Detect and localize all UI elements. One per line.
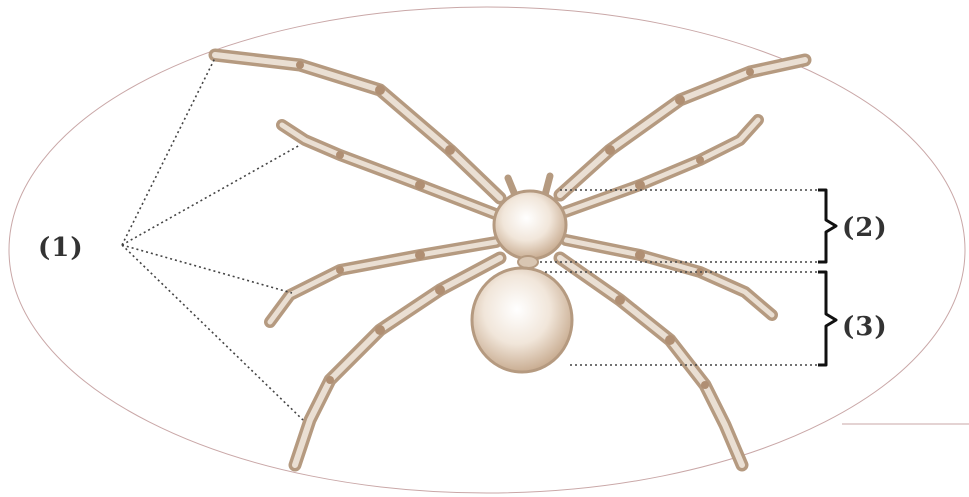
right-leg-4 <box>560 258 742 465</box>
leg-leader-lines <box>122 58 303 420</box>
cephalothorax-brace <box>818 190 836 262</box>
abdomen-brace <box>818 272 836 365</box>
label-abdomen: (3) <box>842 312 888 342</box>
oval-frame <box>9 7 965 493</box>
legs-group <box>215 55 805 465</box>
cephalothorax <box>494 191 566 259</box>
pedipalp-left <box>508 178 515 195</box>
pedicel <box>518 256 538 268</box>
abdomen <box>472 268 572 372</box>
right-leg-1 <box>560 60 805 195</box>
label-cephalothorax: (2) <box>842 213 888 243</box>
left-leg-1 <box>215 55 500 198</box>
label-legs: (1) <box>38 233 84 263</box>
pedipalp-right <box>545 176 550 195</box>
left-leg-4 <box>295 258 500 465</box>
